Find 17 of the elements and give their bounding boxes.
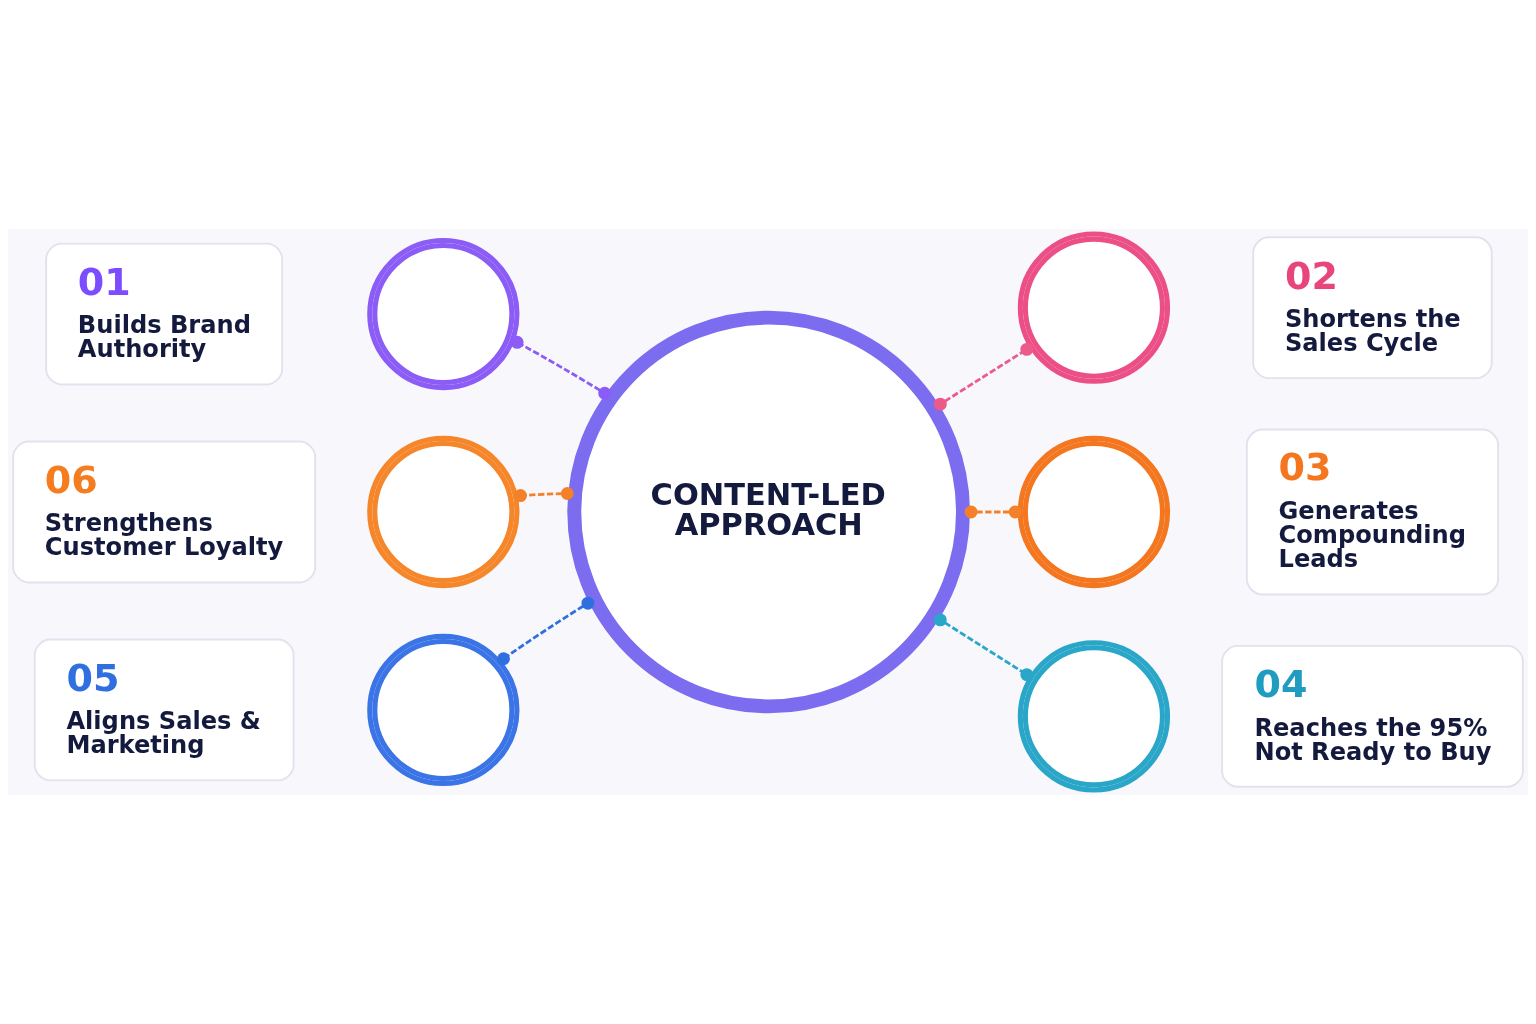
node-box: 05 Aligns Sales & Marketing (33, 638, 295, 782)
node-box: 02 Shortens the Sales Cycle (1252, 236, 1493, 380)
connector (497, 596, 595, 666)
connector (933, 342, 1034, 411)
connector (514, 487, 574, 503)
node-picture (1017, 435, 1171, 589)
node-picture (367, 237, 520, 391)
node-box: 03 Generates Compounding Leads (1245, 428, 1500, 596)
connector (964, 505, 1022, 519)
node-box: 04 Reaches the 95% Not Ready to Buy (1221, 644, 1524, 788)
connector (510, 335, 612, 400)
node-box: 06 Strengthens Customer Loyalty (12, 440, 317, 584)
node-picture (367, 633, 520, 787)
node-box: 01 Builds Brand Authority (45, 242, 284, 386)
node-circle: CONTENT-LED APPROACH (567, 310, 970, 714)
node-picture (367, 435, 520, 589)
connector (933, 613, 1034, 682)
